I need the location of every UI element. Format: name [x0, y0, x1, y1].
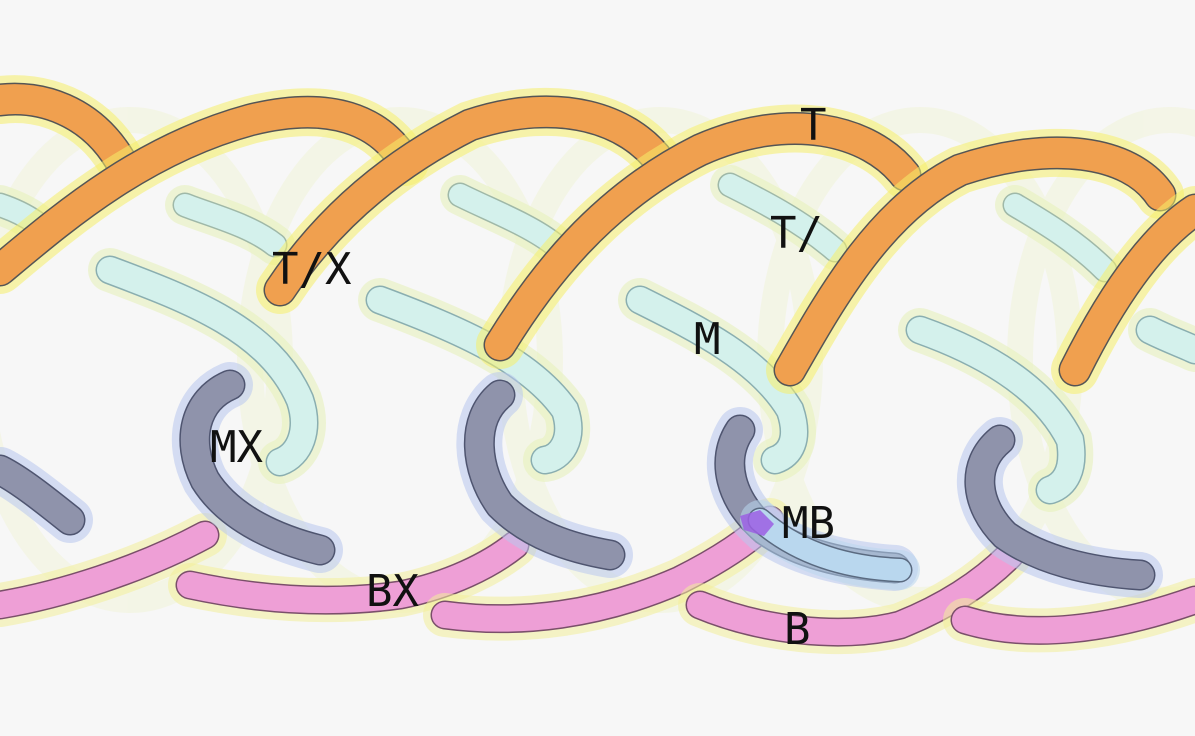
bottom-band-1: [0, 522, 218, 618]
middle-band-2: [367, 287, 582, 473]
label-bx: BX: [366, 566, 419, 617]
bottom-band-4: [687, 542, 1023, 646]
top-band-6: [1060, 195, 1195, 385]
label-t: T: [800, 100, 827, 151]
top-band-4: [485, 113, 920, 360]
label-mb: MB: [782, 498, 835, 549]
mx-band-5: [0, 456, 84, 534]
middle-bands: [88, 248, 1195, 512]
middle-band-1: [97, 257, 317, 475]
bottom-bands: [0, 498, 1195, 655]
upper-small-band-2: [449, 184, 566, 256]
middle-band-4: [907, 317, 1085, 503]
upper-small-band-3: [719, 174, 846, 261]
mb-band: [749, 509, 911, 581]
top-band-2: [0, 97, 420, 285]
top-band-3: [265, 96, 675, 305]
upper-small-band-4: [1004, 194, 1116, 281]
mx-band-4: [966, 426, 1154, 589]
bottom-band-2: [177, 532, 528, 614]
bottom-band-3: [432, 507, 783, 632]
mx-band-1: [180, 371, 334, 564]
label-t-slash: T/: [770, 208, 823, 259]
middle-band-3: [627, 287, 807, 473]
upper-small-bands: [0, 165, 1125, 290]
mx-band-2: [465, 381, 624, 569]
label-t-slash-x: T/X: [272, 244, 352, 295]
top-bands: [0, 75, 1195, 394]
bottom-band-5: [952, 587, 1195, 644]
label-mx: MX: [210, 422, 263, 473]
label-m: M: [694, 314, 721, 365]
top-band-5: [775, 137, 1175, 385]
mb-highlight-mark: [740, 510, 774, 536]
top-band-1: [0, 84, 135, 175]
upper-small-band-1: [174, 194, 286, 256]
label-b: B: [784, 604, 811, 655]
middle-band-5: [1137, 317, 1195, 363]
